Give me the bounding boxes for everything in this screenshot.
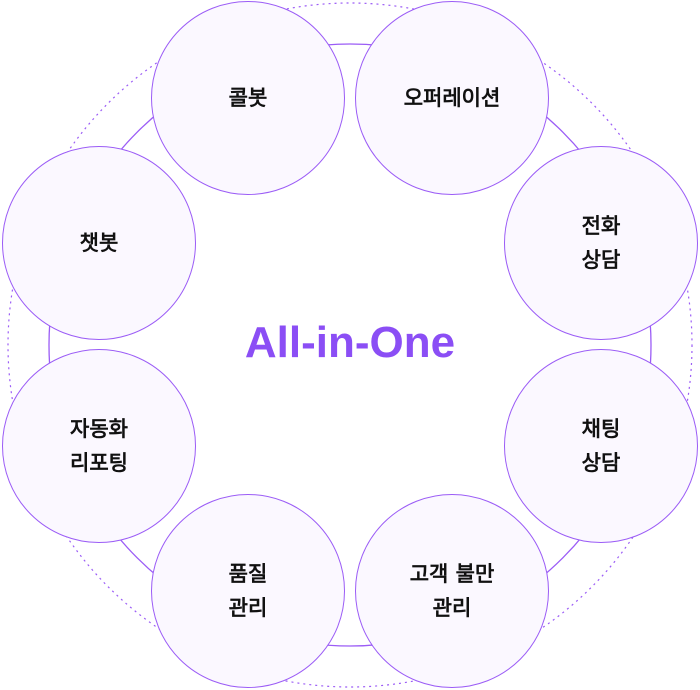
node-label: 챗봇 [79, 231, 119, 255]
node-label: 상담 [581, 248, 621, 272]
node-chatbot: 챗봇 [2, 146, 196, 340]
node-label: 자동화 [70, 417, 128, 441]
node-label: 상담 [581, 451, 621, 475]
node-label: 콜봇 [228, 86, 268, 110]
node-auto-reporting: 자동화 리포팅 [2, 349, 196, 543]
node-label: 관리 [432, 596, 472, 620]
center-title: All-in-One [244, 318, 456, 367]
node-phone-consult: 전화 상담 [504, 146, 698, 340]
outer-dotted-ring [7, 2, 693, 688]
node-label: 채팅 [581, 417, 621, 441]
node-label: 품질 [228, 562, 268, 586]
node-chat-consult: 채팅 상담 [504, 349, 698, 543]
node-label: 고객 불만 [409, 562, 495, 586]
node-callbot: 콜봇 [151, 1, 345, 195]
node-quality-management: 품질 관리 [151, 494, 345, 688]
node-label: 리포팅 [70, 451, 128, 475]
node-operation: 오퍼레이션 [355, 1, 549, 195]
node-label: 전화 [581, 214, 621, 238]
node-complaint-management: 고객 불만 관리 [355, 494, 549, 688]
node-label: 관리 [228, 596, 268, 620]
inner-solid-ring [48, 43, 652, 647]
node-label: 오퍼레이션 [403, 86, 501, 110]
